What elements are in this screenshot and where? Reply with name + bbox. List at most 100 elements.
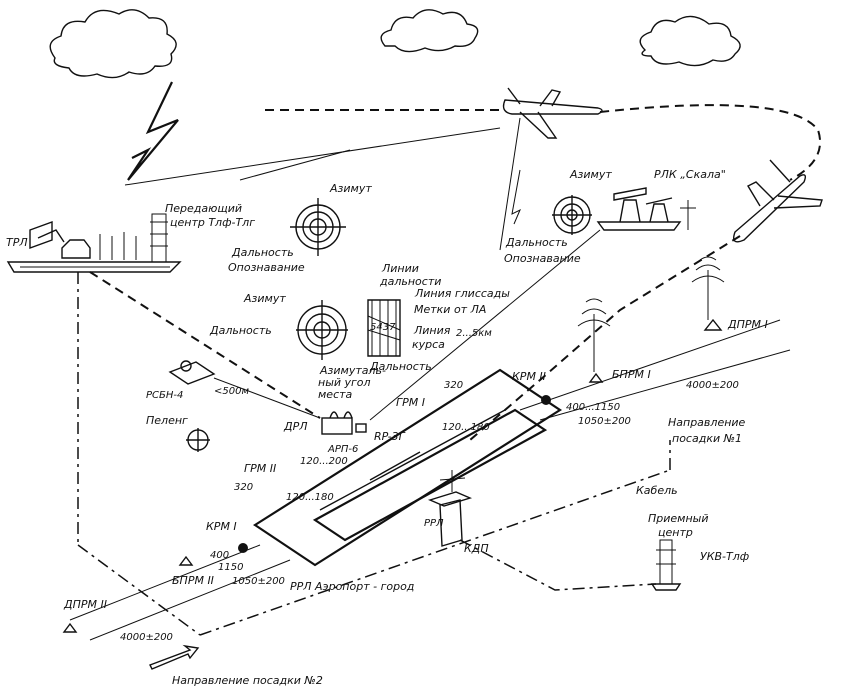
range-120-180-a-label: 120...180	[442, 422, 490, 433]
range-mid-label: Дальность	[209, 324, 272, 337]
receive-center-label-2: центр	[658, 526, 693, 539]
dprm1-label: ДПРМ I	[727, 318, 768, 331]
range-120-180-b-label: 120...180	[286, 492, 334, 503]
rrl-small-label: РРЛ	[424, 518, 444, 529]
dist-400-1150-a: 400...1150	[566, 402, 620, 413]
grm2-label: ГРМ II	[244, 462, 276, 475]
kpm1-marker	[541, 395, 551, 405]
azimuth-mid-label: Азимут	[243, 292, 286, 305]
ukv-label: УКВ-Тлф	[700, 550, 749, 563]
dist-1050-200-b: 1050±200	[232, 576, 285, 587]
peleng-station	[186, 428, 210, 452]
course-km-label: 2...5км	[456, 328, 492, 339]
cable-to-kdp	[459, 539, 657, 591]
azimuthal-angle-2: ный угол	[318, 376, 371, 389]
comm-arrow-down	[499, 117, 521, 251]
kdp-tower	[427, 470, 473, 547]
dist-400-b: 400	[210, 550, 229, 561]
trl-label: ТРЛ	[6, 236, 28, 249]
cloud-right	[639, 15, 741, 67]
grm1-label: ГРМ I	[396, 396, 425, 409]
rrl-label: РРЛ Аэропорт - город	[290, 580, 414, 593]
beam-line-2	[239, 149, 351, 181]
drl-label: ДРЛ	[283, 420, 308, 433]
bprm1-label: БПРМ I	[612, 368, 651, 381]
aircraft-top	[502, 87, 603, 139]
receive-center	[650, 539, 682, 591]
rsbn-label: РСБН-4	[146, 390, 183, 401]
ident-right-label: Опознавание	[504, 252, 581, 265]
transmit-center-label-1: Передающий	[165, 202, 242, 215]
bprm1-marker	[588, 372, 604, 383]
range-lines-2: дальности	[379, 275, 441, 288]
bprm2-marker	[178, 555, 194, 566]
arp-label: АРП-6	[327, 444, 358, 455]
radar-display-right	[552, 195, 592, 235]
rsbn-station	[168, 360, 216, 385]
kabel-label: Кабель	[636, 484, 678, 497]
azimuth-right-label: Азимут	[569, 168, 612, 181]
marks-label: Метки от ЛА	[414, 303, 486, 316]
glide-radar-screen: 5437	[367, 299, 401, 357]
beacon-waves-right	[691, 256, 725, 320]
dist-4000-a: 4000±200	[686, 380, 739, 391]
dist-1050-200-a: 1050±200	[578, 416, 631, 427]
landing-dir-1-line-2: посадки №1	[672, 432, 742, 445]
dprm2-marker	[62, 622, 78, 633]
range-120-200-label: 120...200	[300, 456, 348, 467]
dist-4000-b: 4000±200	[120, 632, 173, 643]
range-lines-1: Линии	[381, 262, 419, 275]
n320-b-label: 320	[234, 482, 253, 493]
dprm2-label: ДПРМ II	[63, 598, 107, 611]
dist-500-label: <500м	[214, 386, 249, 397]
rsbn-to-drl	[213, 377, 321, 419]
landing-axis-right	[519, 319, 791, 421]
lightning-bolt	[127, 81, 179, 181]
transmit-center-label-2: центр Тлф-Тлг	[170, 216, 255, 229]
course-line-2: курса	[412, 338, 445, 351]
radar-screen-text: 5437	[370, 322, 396, 333]
landing-dir-2-label: Направление посадки №2	[172, 674, 323, 687]
dprm1-marker	[703, 318, 723, 331]
right-arrow-zigzag	[511, 169, 521, 225]
glide-line-label: Линия глиссады	[414, 287, 510, 300]
transmit-center-ground	[6, 213, 182, 273]
azimuthal-angle-1: Азимуталь-	[319, 364, 386, 377]
kpm2-label: КРМ II	[512, 370, 546, 383]
azimuth-top-label: Азимут	[329, 182, 372, 195]
rp3g-label: RP-3Г	[374, 430, 406, 443]
range-low-label: Дальность	[369, 360, 432, 373]
dist-1150-b: 1150	[218, 562, 243, 573]
beam-line-1	[124, 127, 501, 186]
radar-display-top	[290, 198, 346, 256]
ident-label-1: Опознавание	[228, 261, 305, 274]
landing-dir-1-line-1: Направление	[668, 416, 746, 429]
range-label-1: Дальность	[231, 246, 294, 259]
bprm2-label: БПРМ II	[172, 574, 214, 587]
peleng-label: Пеленг	[146, 414, 188, 427]
rlk-skala-station	[596, 187, 696, 231]
kdp-label: КДП	[464, 542, 489, 555]
azimuthal-angle-3: места	[318, 388, 353, 401]
radar-display-mid	[296, 300, 348, 360]
beacon-waves-center	[577, 298, 611, 372]
rlk-to-drl	[369, 229, 601, 421]
cloud-center	[380, 9, 479, 53]
kpm1-label: КРМ I	[206, 520, 237, 533]
flight-path	[265, 104, 822, 181]
course-line-1: Линия	[413, 324, 451, 337]
trl-to-drl	[89, 271, 321, 419]
rlk-skala-label: РЛК „Скала"	[654, 168, 726, 181]
landing-dir-2-arrow	[149, 644, 200, 670]
runway	[252, 368, 563, 567]
aircraft-right	[732, 159, 823, 243]
range-right-label: Дальность	[505, 236, 568, 249]
n320-a-label: 320	[444, 380, 463, 391]
cloud-left	[49, 9, 177, 79]
cable-line	[77, 440, 671, 636]
receive-center-label-1: Приемный	[648, 512, 709, 525]
drl-arp-cluster	[321, 411, 367, 435]
landing-axis-left	[69, 544, 291, 641]
